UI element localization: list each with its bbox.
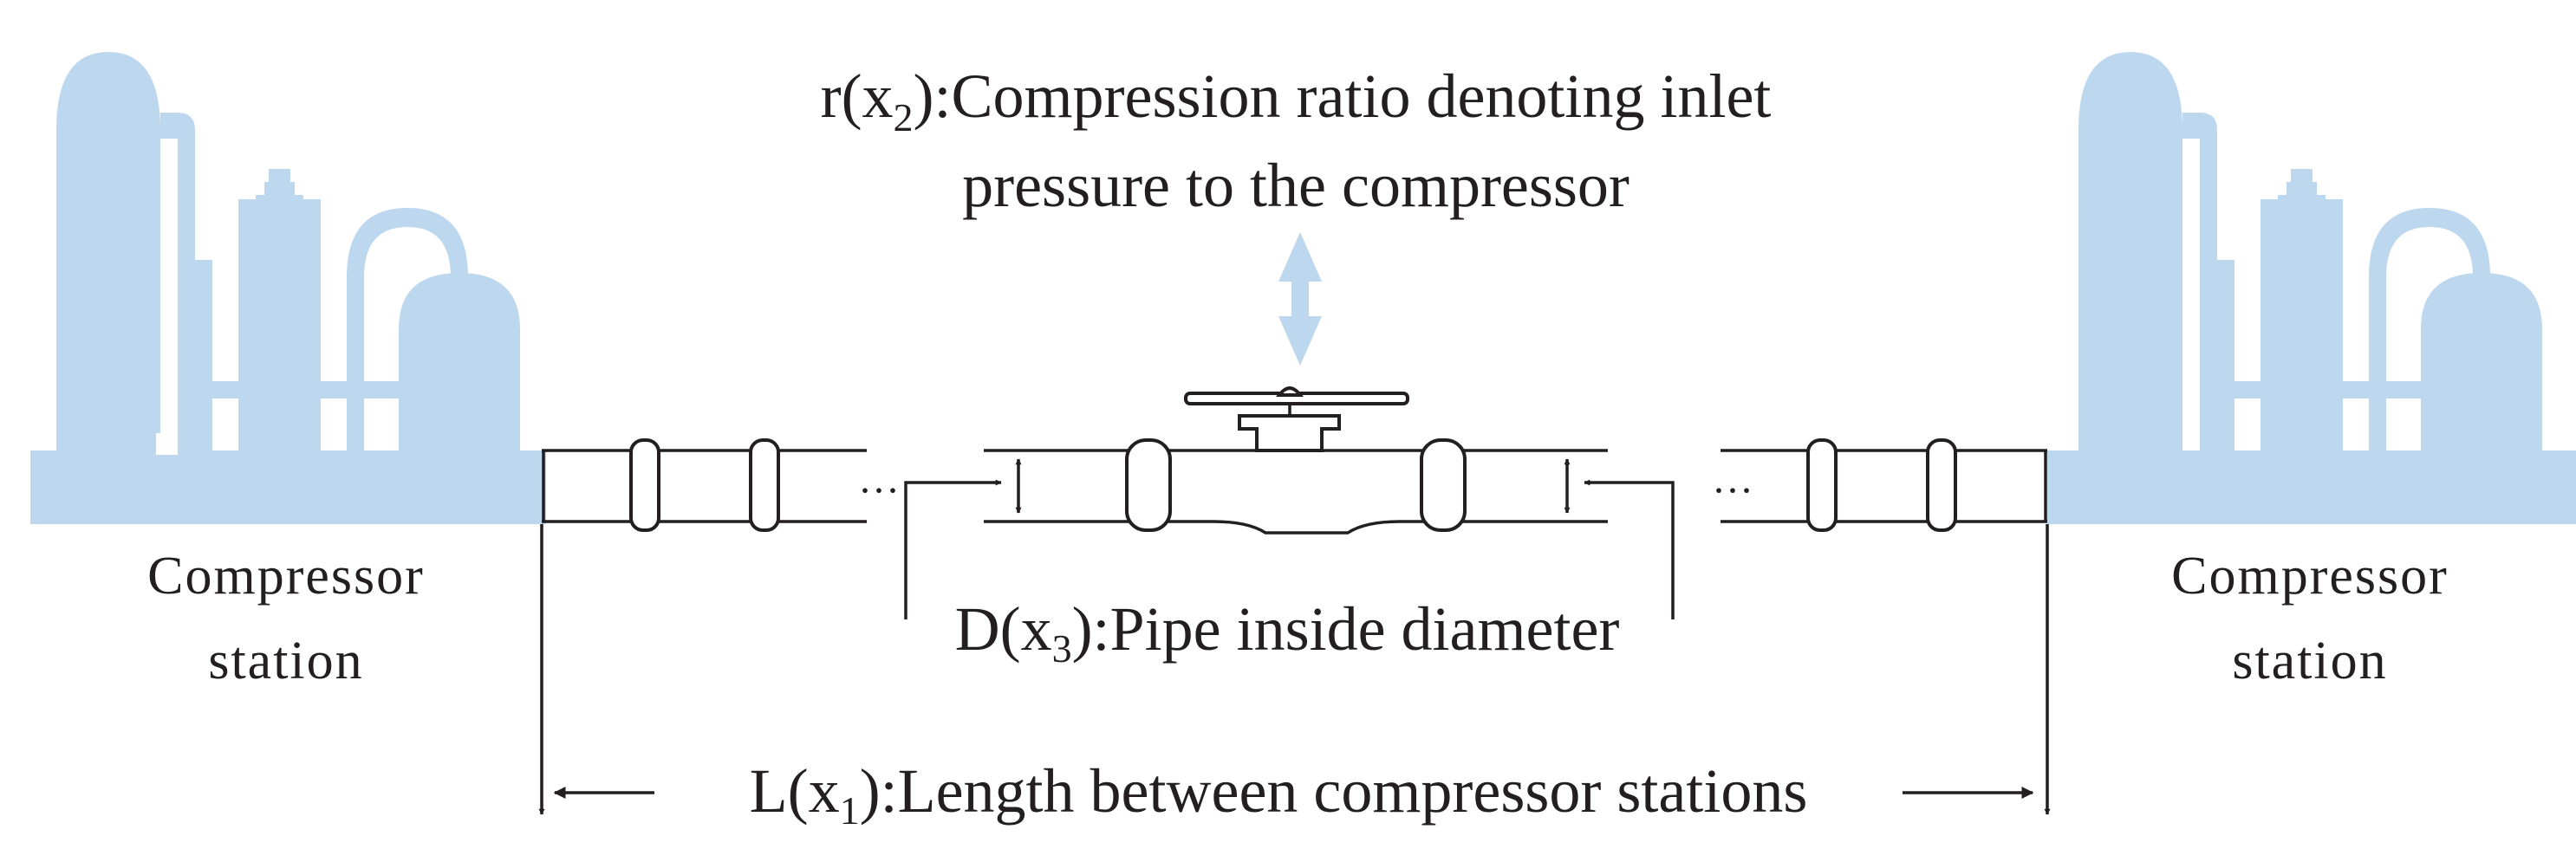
length-label: L(x1):Length between compressor stations <box>750 756 1808 833</box>
diameter-label-text: ):Pipe inside diameter <box>1072 594 1620 664</box>
compression-double-arrow-icon <box>1278 232 1322 366</box>
diameter-indicator-left <box>904 458 1022 619</box>
ellipsis-right: ··· <box>1712 468 1753 514</box>
right-station-facility-icon <box>2047 52 2576 524</box>
compression-label-subscript: 2 <box>894 95 914 139</box>
pipe-segment-left <box>542 438 867 532</box>
right-station-label-line1: Compressor <box>2171 547 2449 606</box>
diameter-label-subscript: 3 <box>1052 626 1072 671</box>
compression-label-prefix: r(x <box>821 62 894 131</box>
length-label-prefix: L(x <box>750 756 840 826</box>
pipe-segment-middle <box>984 438 1608 535</box>
pipe-segment-right <box>1721 438 2047 532</box>
length-label-subscript: 1 <box>840 788 860 833</box>
compression-label-line2: pressure to the compressor <box>962 151 1630 220</box>
ellipsis-left: ··· <box>858 468 900 514</box>
compression-label-line1: r(x2):Compression ratio denoting inlet <box>821 62 1772 139</box>
compression-label-text: ):Compression ratio denoting inlet <box>914 62 1772 131</box>
valve-icon <box>1184 386 1409 452</box>
left-station-label-line2: station <box>208 632 363 690</box>
pipe-joint <box>1420 438 1467 532</box>
pipe-joint <box>1125 438 1172 532</box>
right-station-label-line2: station <box>2232 632 2387 690</box>
left-station-label-line1: Compressor <box>147 547 425 606</box>
pipe-joint <box>1806 438 1838 532</box>
length-label-text: ):Length between compressor stations <box>860 756 1808 826</box>
diameter-label: D(x3):Pipe inside diameter <box>955 594 1620 671</box>
length-dimension <box>538 524 2051 815</box>
pipe-joint <box>749 438 780 532</box>
pipe-joint <box>1926 438 1957 532</box>
pipe-joint <box>629 438 660 532</box>
left-station-facility-icon <box>30 52 546 524</box>
diameter-label-prefix: D(x <box>955 594 1052 664</box>
diameter-indicator-right <box>1564 458 1675 619</box>
